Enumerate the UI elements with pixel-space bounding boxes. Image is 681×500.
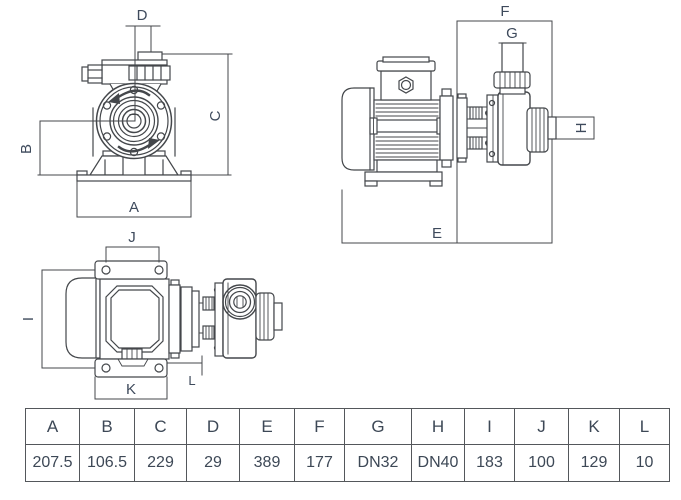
cooling-fins	[375, 103, 439, 158]
dimension-E: E	[341, 189, 553, 244]
dim-label-l: L	[188, 373, 195, 388]
table-header-cell: H	[412, 409, 464, 445]
tie-rod	[369, 117, 445, 135]
table-value-cell: 389	[253, 454, 281, 471]
front-view: D C B A	[18, 7, 233, 218]
table-column: H DN40	[411, 409, 464, 481]
top-view: J I K L	[20, 229, 283, 400]
technical-drawing: D C B A F E	[18, 3, 595, 400]
table-column: F 177	[294, 409, 344, 481]
table-column: L 10	[619, 409, 669, 481]
dim-label-h: H	[573, 123, 590, 134]
table-value-cell: 10	[635, 454, 654, 471]
mounting-plate-front	[94, 260, 168, 280]
table-header-cell: F	[295, 409, 344, 445]
terminal-box-side	[376, 56, 436, 101]
suction-port-side	[526, 107, 557, 153]
table-column: G DN32	[344, 409, 411, 481]
table-value-cell: 183	[476, 454, 503, 471]
motor-housing-front	[92, 107, 176, 157]
dimension-D: D	[125, 7, 161, 122]
table-value-cell: 177	[306, 454, 333, 471]
motor-body-side	[369, 99, 445, 161]
dimension-I: I	[20, 269, 96, 369]
table-column: K 129	[568, 409, 619, 481]
side-view: F E	[341, 3, 595, 244]
table-value-cell: 29	[204, 454, 222, 471]
table-value-cell: 106.5	[86, 454, 128, 471]
dim-label-k: K	[126, 381, 136, 398]
motor-body-top	[99, 278, 170, 360]
pump-casing-top	[214, 278, 258, 359]
vent-grille-front	[128, 65, 171, 81]
dim-label-c: C	[207, 110, 224, 121]
table-header-cell: G	[345, 409, 411, 445]
table-header-cell: E	[240, 409, 294, 445]
dim-label-a: A	[129, 199, 139, 216]
pump-casing-side	[486, 91, 531, 166]
table-header-cell: B	[80, 409, 134, 445]
dim-label-d: D	[137, 7, 148, 24]
table-column: D 29	[186, 409, 239, 481]
base-plate-front	[37, 170, 232, 182]
table-header-cell: K	[569, 409, 619, 445]
mounting-plate-rear	[94, 358, 168, 378]
dimension-L: L	[166, 355, 203, 388]
base-plate-side	[364, 159, 443, 187]
motor-flange-side	[439, 88, 454, 168]
table-value-cell: 229	[147, 454, 174, 471]
fan-cover-top	[65, 277, 101, 359]
dim-label-j: J	[128, 229, 136, 246]
table-column: A 207.5	[26, 409, 79, 481]
table-header-cell: A	[26, 409, 79, 445]
table-value-cell: DN40	[417, 454, 459, 471]
fan-cover-side	[341, 87, 375, 171]
table-column: B 106.5	[79, 409, 134, 481]
dimension-J: J	[105, 229, 160, 263]
dimension-C: C	[162, 53, 233, 176]
rotation-arrow-bottom	[117, 138, 160, 153]
dimension-G: G	[498, 25, 527, 44]
table-header-cell: I	[465, 409, 514, 445]
dim-label-i: I	[20, 317, 37, 321]
table-header-cell: J	[515, 409, 568, 445]
suction-port-top	[255, 292, 283, 341]
table-column: C 229	[134, 409, 186, 481]
dim-label-g: G	[506, 25, 518, 42]
dimension-A: A	[76, 180, 192, 218]
table-header-cell: L	[620, 409, 669, 445]
dim-label-e: E	[432, 225, 442, 242]
table-header-cell: D	[187, 409, 239, 445]
dimension-B: B	[18, 120, 135, 176]
table-column: I 183	[464, 409, 514, 481]
discharge-port-side	[493, 42, 531, 95]
motor-flange-top	[168, 279, 181, 359]
table-value-cell: 207.5	[32, 454, 73, 471]
dimension-K: K	[94, 376, 168, 400]
cable-gland-icon	[81, 64, 103, 84]
table-header-cell: C	[135, 409, 186, 445]
dimension-H: H	[555, 116, 595, 140]
table-column: J 100	[514, 409, 568, 481]
dimension-table: A 207.5 B 106.5 C 229 D 29 E 389 F 177 G…	[25, 408, 670, 482]
table-value-cell: DN32	[357, 454, 399, 471]
dim-label-f: F	[500, 3, 509, 20]
table-value-cell: 129	[580, 454, 608, 471]
table-value-cell: 100	[528, 454, 555, 471]
table-column: E 389	[239, 409, 294, 481]
dim-label-b: B	[18, 144, 35, 154]
